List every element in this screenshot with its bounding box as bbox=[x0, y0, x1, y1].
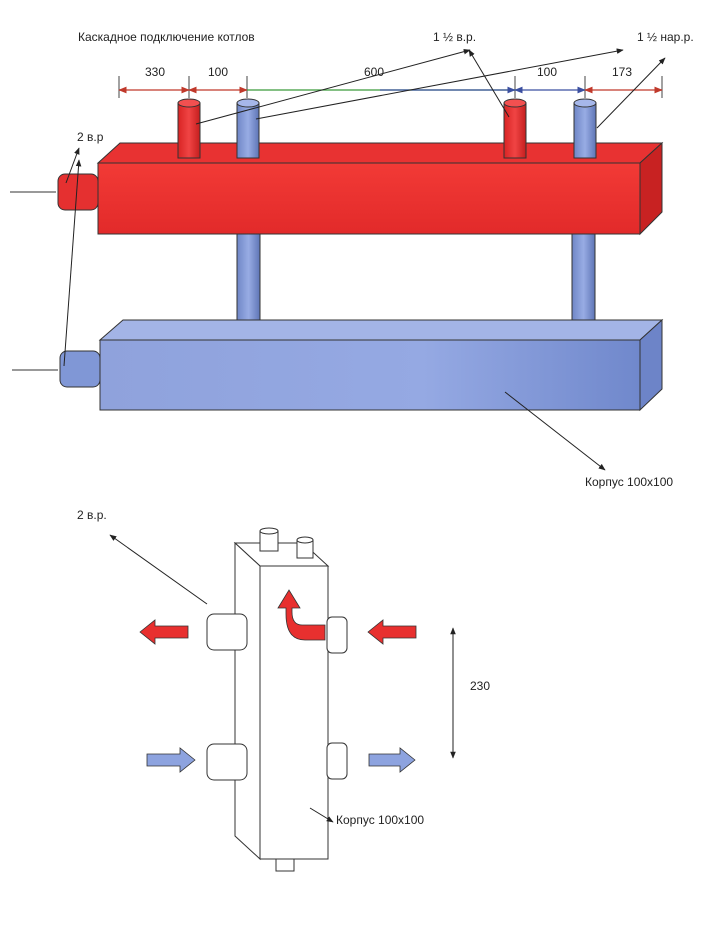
hot-out-arrow bbox=[139, 619, 189, 645]
dim-100-a: 100 bbox=[208, 65, 228, 79]
dim-600: 600 bbox=[364, 65, 384, 79]
height-dim-label: 230 bbox=[470, 679, 490, 693]
dimension-line: 330 100 600 100 173 bbox=[118, 65, 663, 98]
conn-right-bottom bbox=[326, 742, 348, 780]
label-body-top: Корпус 100х100 bbox=[585, 475, 673, 489]
dim-330: 330 bbox=[145, 65, 165, 79]
flow-arrows bbox=[139, 589, 417, 773]
pipe-hot-2 bbox=[503, 102, 527, 159]
leader-arrows-top bbox=[63, 48, 666, 471]
hot-rise-arrow bbox=[277, 589, 326, 641]
bottom-drain bbox=[275, 858, 295, 872]
leader-side-view bbox=[109, 534, 208, 605]
cold-manifold bbox=[12, 318, 664, 412]
leader-body-bottom bbox=[309, 807, 334, 823]
conn-left-bottom bbox=[206, 743, 248, 781]
conn-right-top bbox=[326, 616, 348, 654]
top-pipes bbox=[177, 98, 597, 159]
cold-out-arrow bbox=[368, 747, 416, 773]
label-side-thread: 2 в.р bbox=[77, 130, 104, 144]
cold-in-arrow bbox=[146, 747, 196, 773]
dim-173: 173 bbox=[612, 65, 632, 79]
pipe-cold-2 bbox=[573, 102, 597, 159]
label-body-bottom: Корпус 100х100 bbox=[336, 813, 424, 827]
hot-manifold bbox=[10, 141, 664, 236]
pipe-cold-1 bbox=[236, 102, 260, 159]
cold-side-nozzle bbox=[59, 350, 101, 388]
diagram-title: Каскадное подключение котлов bbox=[78, 30, 255, 44]
label-side-view-thread: 2 в.р. bbox=[77, 508, 107, 522]
conn-left-top bbox=[206, 613, 248, 651]
hot-in-arrow bbox=[367, 619, 417, 645]
label-outlet-thread: 1 ½ нар.р. bbox=[637, 30, 694, 44]
label-inlet-thread: 1 ½ в.р. bbox=[433, 30, 476, 44]
separator-body bbox=[206, 527, 348, 872]
pipe-hot-1 bbox=[177, 102, 201, 159]
dim-100-b: 100 bbox=[537, 65, 557, 79]
